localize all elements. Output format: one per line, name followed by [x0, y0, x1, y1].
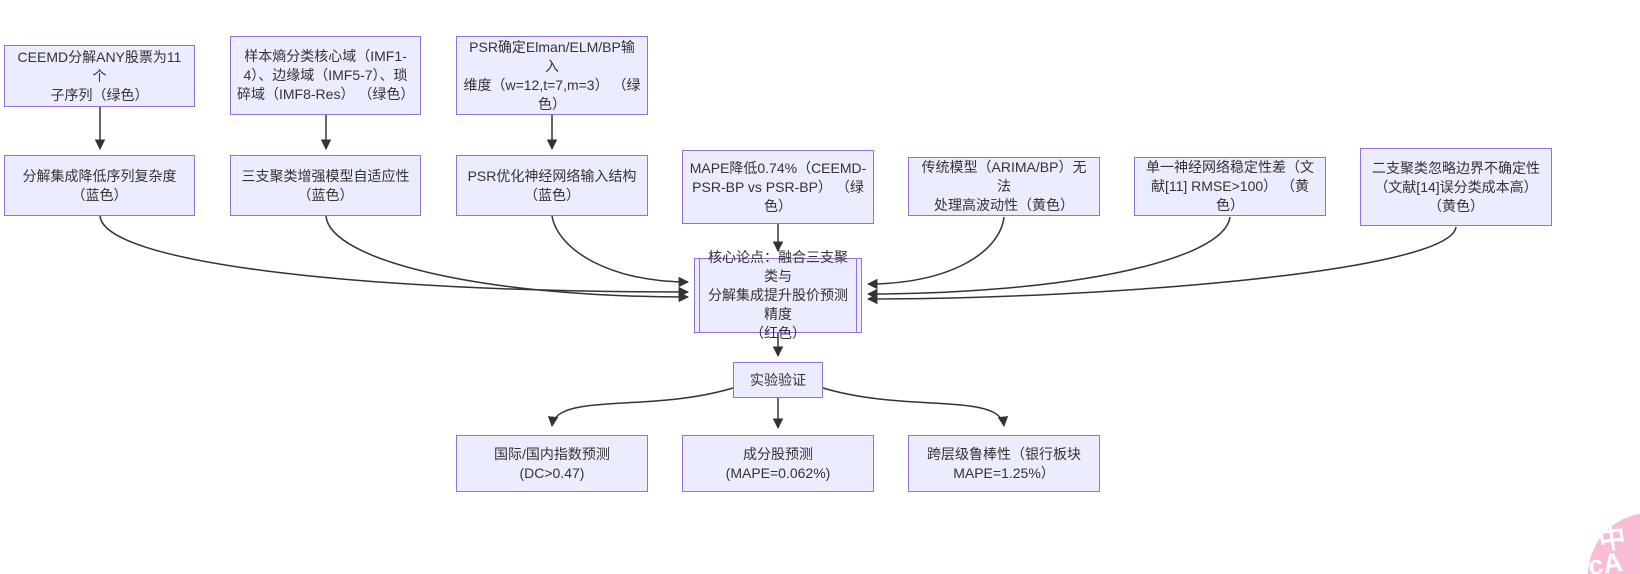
node-mape-reduction: MAPE降低0.74%（CEEMD- PSR-BP vs PSR-BP） （绿 …	[682, 150, 874, 224]
edge-threeway-to-core	[325, 215, 690, 303]
node-traditional-models-limit: 传统模型（ARIMA/BP）无法 处理高波动性（黄色）	[908, 157, 1100, 216]
edge-decomp-to-core	[99, 215, 690, 298]
edge-twoway-to-core	[866, 226, 1457, 305]
watermark-text-line2: cA	[1586, 546, 1625, 574]
node-decomposition-ensemble: 分解集成降低序列复杂度 （蓝色）	[4, 155, 195, 216]
node-cross-level-robustness: 跨层级鲁棒性（银行板块 MAPE=1.25%）	[908, 435, 1100, 492]
node-psr-input-dimension: PSR确定Elman/ELM/BP输入 维度（w=12,t=7,m=3） （绿 …	[456, 36, 648, 115]
node-two-way-clustering-limit: 二支聚类忽略边界不确定性 （文献[14]误分类成本高） （黄色）	[1360, 148, 1552, 226]
edge-psropt-to-core	[551, 215, 690, 288]
node-core-thesis: 核心论点：融合三支聚类与 分解集成提升股价预测精度 （红色）	[694, 249, 862, 341]
node-constituent-prediction: 成分股预测 (MAPE=0.062%)	[682, 435, 874, 492]
edge-traditional-to-core	[866, 216, 1005, 290]
node-index-prediction: 国际/国内指数预测 (DC>0.47)	[456, 435, 648, 492]
node-experimental-validation: 实验验证	[733, 362, 823, 398]
node-sample-entropy-domains: 样本熵分类核心域（IMF1- 4）、边缘域（IMF5-7）、琐 碎域（IMF8-…	[230, 36, 421, 115]
node-three-way-clustering: 三支聚类增强模型自适应性 （蓝色）	[230, 155, 421, 216]
node-psr-optimization: PSR优化神经网络输入结构 （蓝色）	[456, 155, 648, 216]
edge-singlenn-to-core	[866, 216, 1231, 300]
edge-experiment-to-index	[547, 387, 734, 428]
node-ceemd-decomposition: CEEMD分解ANY股票为11个 子序列（绿色）	[4, 45, 195, 107]
edge-experiment-to-robustness	[822, 387, 1009, 428]
node-single-nn-instability: 单一神经网络稳定性差（文 献[11] RMSE>100） （黄色）	[1134, 157, 1326, 216]
